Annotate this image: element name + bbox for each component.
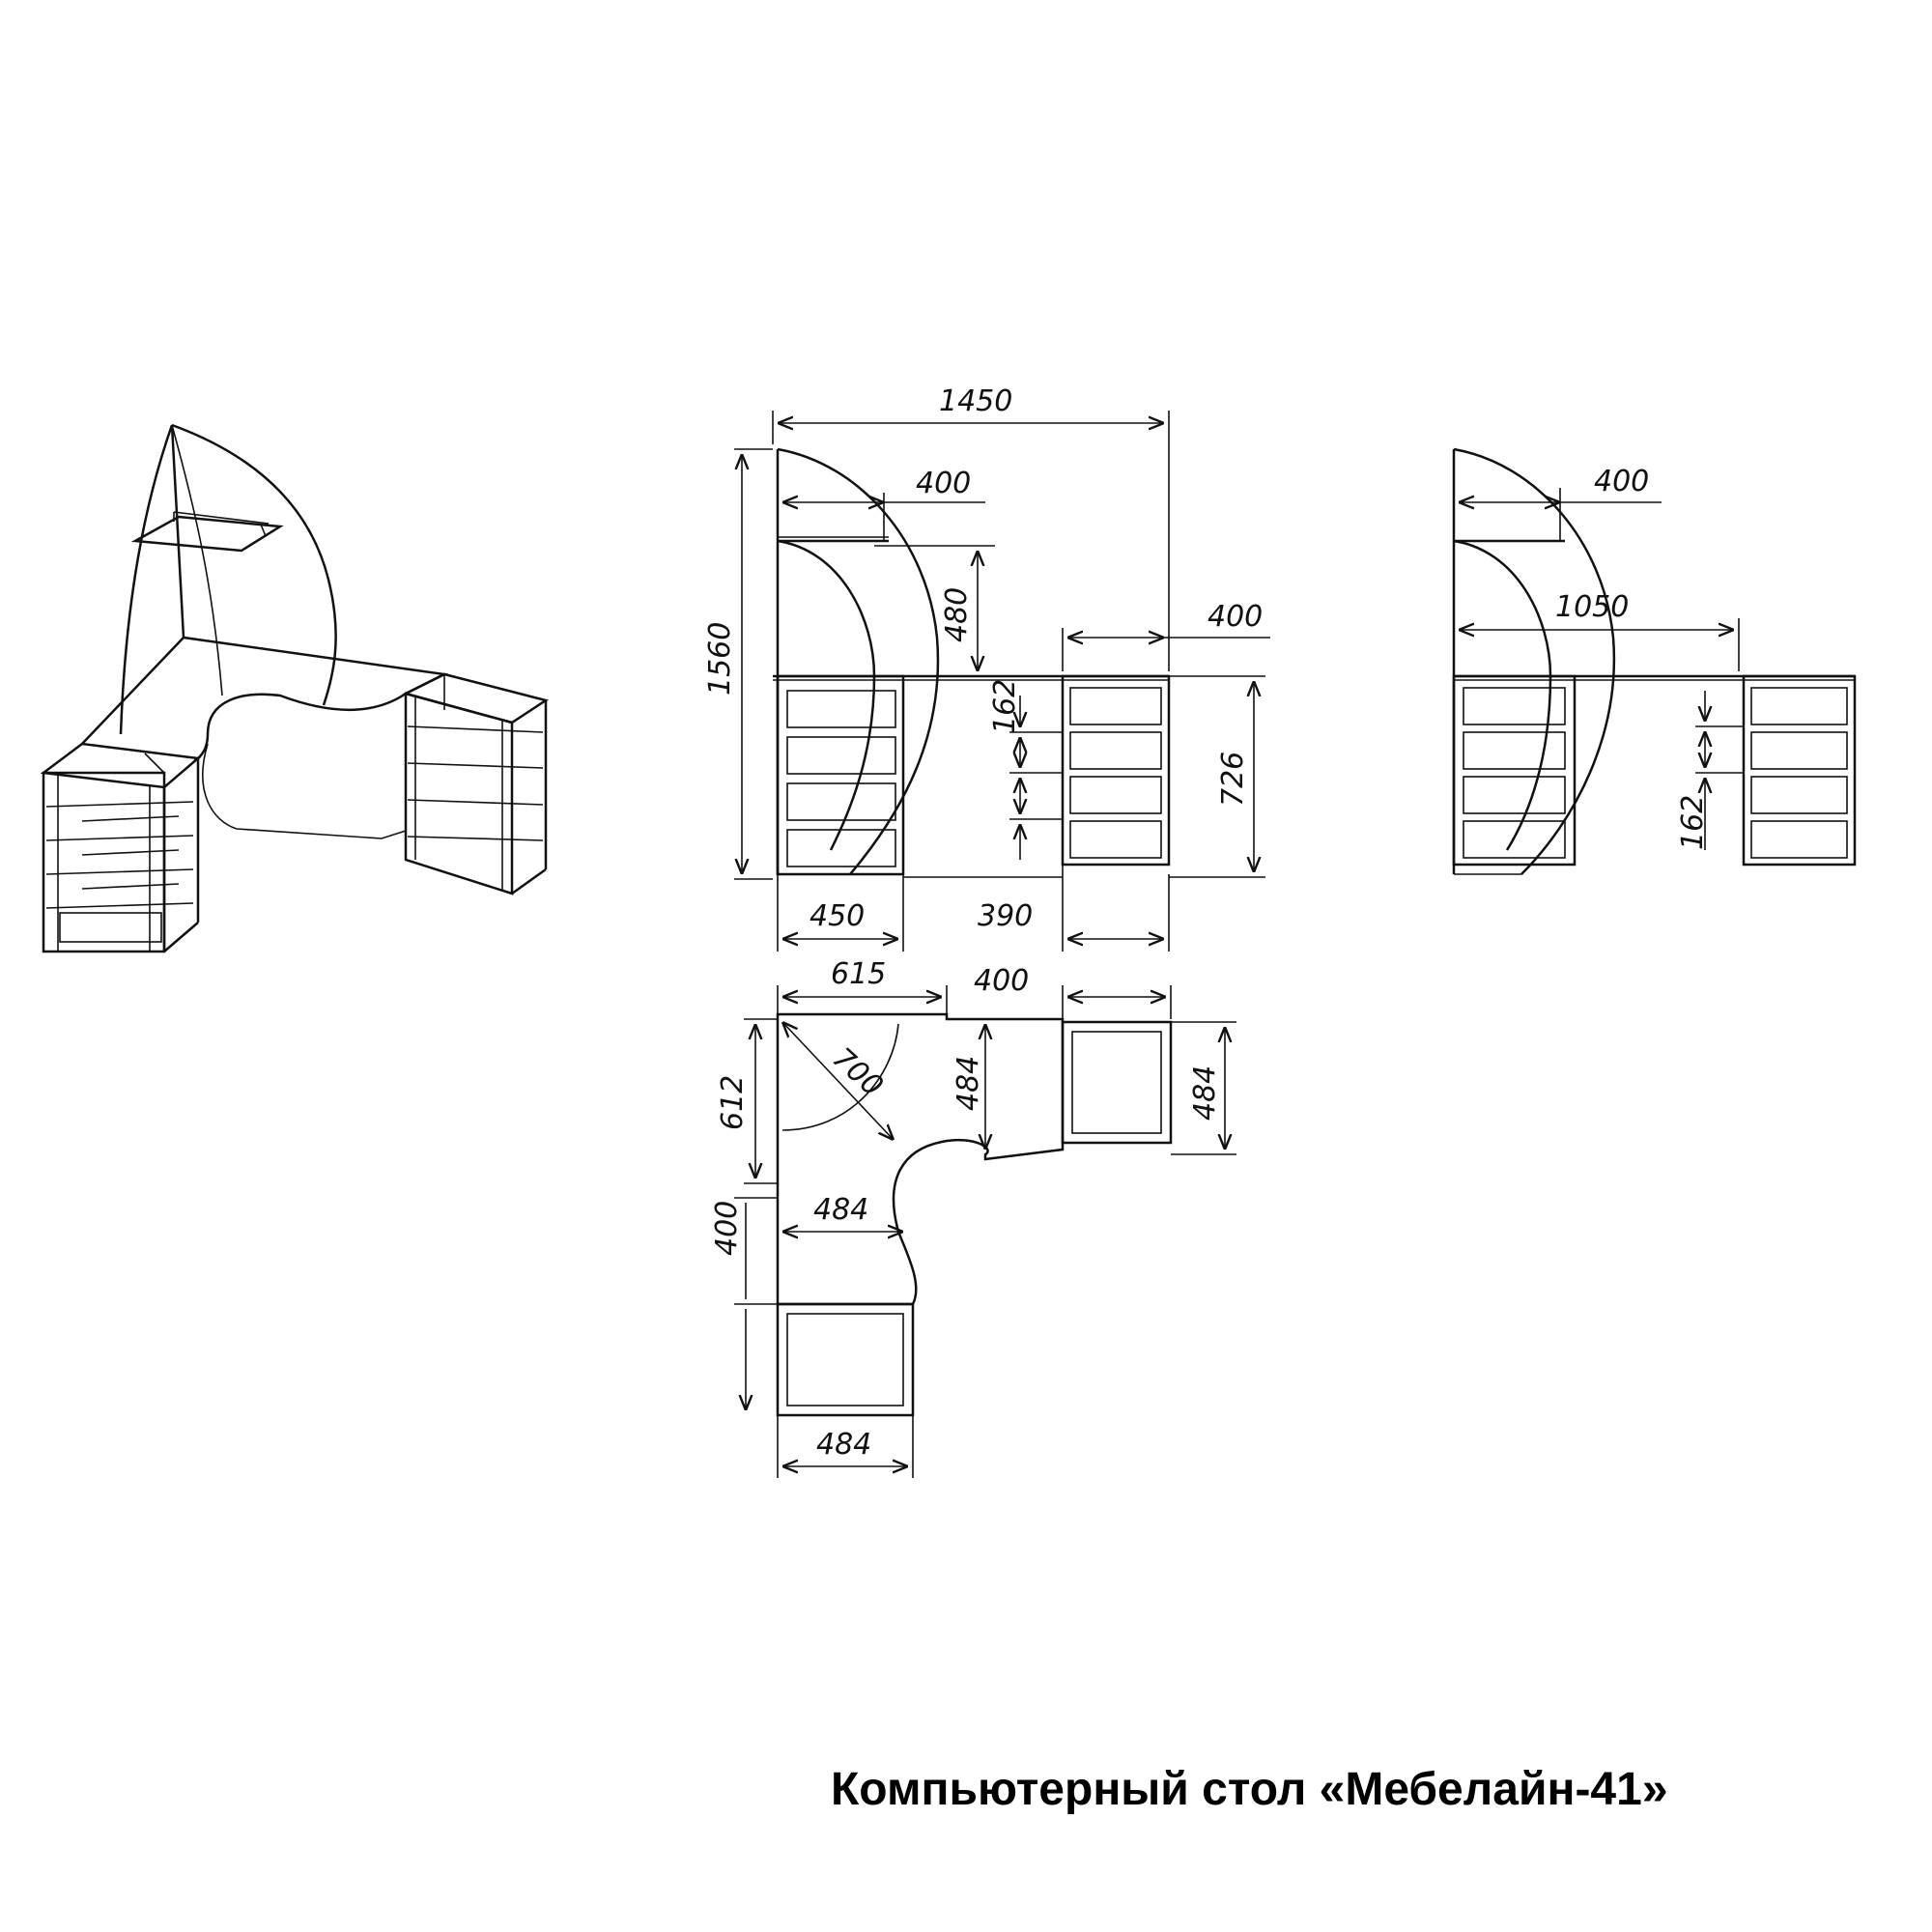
side-dim-400: 400 [1459,465,1662,541]
dim-484-lower: 484 [813,1193,868,1227]
top-dim-700: 700 [782,1022,894,1140]
top-desktop-outline [776,1012,1065,1306]
isometric-view [40,423,550,953]
iso-hutch [119,423,337,735]
front-dim-450-390: 450 390 [777,865,1170,952]
dim-484-right: 484 [1188,1065,1222,1121]
dim-450: 450 [810,899,865,933]
front-dim-400-shelf: 400 [782,467,985,541]
side-dim-162-label: 162 [1676,795,1710,850]
iso-right-pedestal [402,672,550,895]
dim-1450: 1450 [939,384,1012,418]
side-dim-400-label: 400 [1594,465,1649,498]
iso-desktop [81,636,449,761]
top-dim-400-lower: 400 [710,1197,778,1410]
side-dim-162: 162 [1676,691,1744,850]
front-view: 1450 1560 400 480 400 [703,384,1270,952]
iso-left-pedestal [40,742,201,953]
top-dim-484-bottom: 484 [777,1415,914,1478]
dim-400-shelf: 400 [916,467,971,500]
dim-484-bottom: 484 [816,1428,871,1462]
dim-1560: 1560 [703,622,737,696]
front-dim-1450: 1450 [772,384,1170,671]
front-dim-162: 162 [988,679,1063,860]
dim-162-front: 162 [988,679,1022,734]
front-dim-400-pedestal: 400 [1062,600,1270,671]
front-dim-1560: 1560 [703,448,773,880]
top-dim-484-lower: 484 [782,1193,903,1232]
side-view: 400 1050 162 [1452,447,1857,875]
dim-400-pedestal: 400 [1208,600,1263,634]
dim-484-inner: 484 [952,1056,985,1111]
dim-700: 700 [826,1041,890,1103]
front-dim-480: 480 [874,545,995,671]
dim-390: 390 [978,899,1033,933]
top-dim-484-right: 484 [1171,1021,1236,1155]
top-dim-615-400: 615 400 [777,957,1172,1019]
side-dim-1050-label: 1050 [1555,590,1629,624]
dim-400-lower: 400 [710,1201,744,1256]
dim-400-top: 400 [974,964,1029,998]
dim-615: 615 [831,957,886,991]
dim-612: 612 [716,1075,750,1130]
drawing-caption: Компьютерный стол «Мебелайн-41» [831,1764,1668,1815]
front-dim-726: 726 [1169,675,1265,878]
top-dim-484-inner: 484 [952,1024,985,1150]
top-dim-612: 612 [716,1018,778,1184]
top-view: 615 400 700 612 484 484 484 [710,957,1236,1478]
dim-480: 480 [940,587,974,642]
side-dim-1050: 1050 [1459,590,1740,671]
dim-726: 726 [1216,752,1250,807]
